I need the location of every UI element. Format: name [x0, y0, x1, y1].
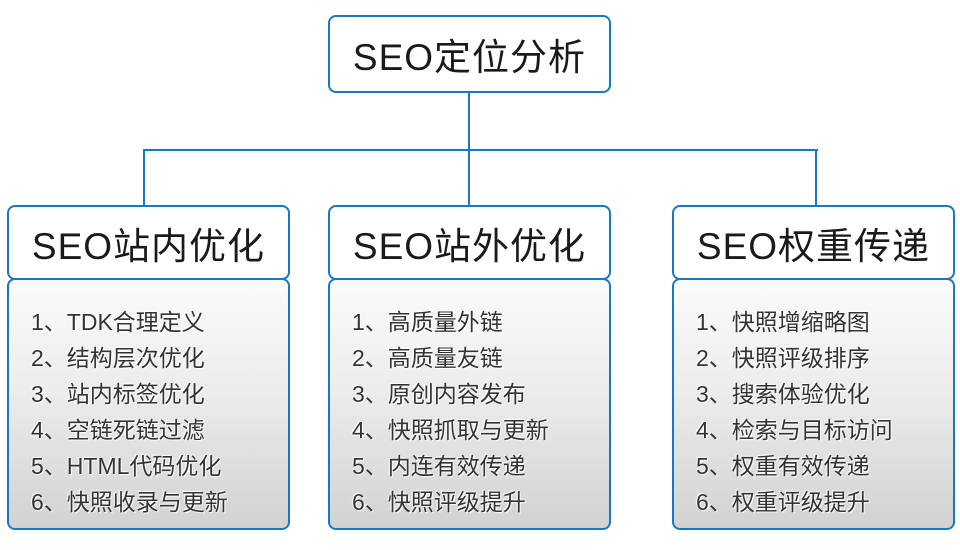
column-title: SEO权重传递 — [696, 225, 931, 267]
connector-drop-right — [815, 149, 817, 207]
list-item: 3、原创内容发布 — [352, 381, 526, 407]
list-item: 6、快照评级提升 — [352, 489, 526, 515]
list-item: 3、站内标签优化 — [31, 381, 205, 407]
column-weight-header: SEO权重传递 — [672, 205, 955, 280]
root-node-label: SEO定位分析 — [352, 37, 587, 78]
column-title: SEO站外优化 — [352, 225, 587, 267]
connector-drop-center — [468, 149, 470, 207]
column-weight: SEO权重传递 1、快照增缩略图 2、快照评级排序 3、搜索体验优化 4、检索与… — [672, 205, 955, 530]
list-item: 4、检索与目标访问 — [696, 417, 893, 443]
list-item: 6、快照收录与更新 — [31, 489, 228, 515]
list-item: 2、高质量友链 — [352, 345, 503, 371]
column-onsite-header: SEO站内优化 — [7, 205, 290, 280]
list-item: 4、快照抓取与更新 — [352, 417, 549, 443]
column-onsite: SEO站内优化 1、TDK合理定义 2、结构层次优化 3、站内标签优化 4、空链… — [7, 205, 290, 530]
list-item: 5、权重有效传递 — [696, 453, 870, 479]
list-item: 2、快照评级排序 — [696, 345, 870, 371]
connector-branch-bar — [143, 149, 818, 151]
column-offsite-header: SEO站外优化 — [328, 205, 611, 280]
connector-root-stem — [468, 93, 470, 151]
column-title: SEO站内优化 — [31, 225, 266, 267]
column-onsite-list: 1、TDK合理定义 2、结构层次优化 3、站内标签优化 4、空链死链过滤 5、H… — [7, 278, 290, 530]
list-item: 4、空链死链过滤 — [31, 417, 205, 443]
list-item: 2、结构层次优化 — [31, 345, 205, 371]
list-item: 3、搜索体验优化 — [696, 381, 870, 407]
column-offsite: SEO站外优化 1、高质量外链 2、高质量友链 3、原创内容发布 4、快照抓取与… — [328, 205, 611, 530]
list-item: 5、HTML代码优化 — [31, 453, 222, 479]
list-item: 1、快照增缩略图 — [696, 309, 870, 335]
column-weight-list: 1、快照增缩略图 2、快照评级排序 3、搜索体验优化 4、检索与目标访问 5、权… — [672, 278, 955, 530]
list-item: 6、权重评级提升 — [696, 489, 870, 515]
connector-drop-left — [143, 149, 145, 207]
list-item: 1、高质量外链 — [352, 309, 503, 335]
list-item: 1、TDK合理定义 — [31, 309, 205, 335]
column-offsite-list: 1、高质量外链 2、高质量友链 3、原创内容发布 4、快照抓取与更新 5、内连有… — [328, 278, 611, 530]
list-item: 5、内连有效传递 — [352, 453, 526, 479]
root-node: SEO定位分析 — [328, 15, 611, 93]
